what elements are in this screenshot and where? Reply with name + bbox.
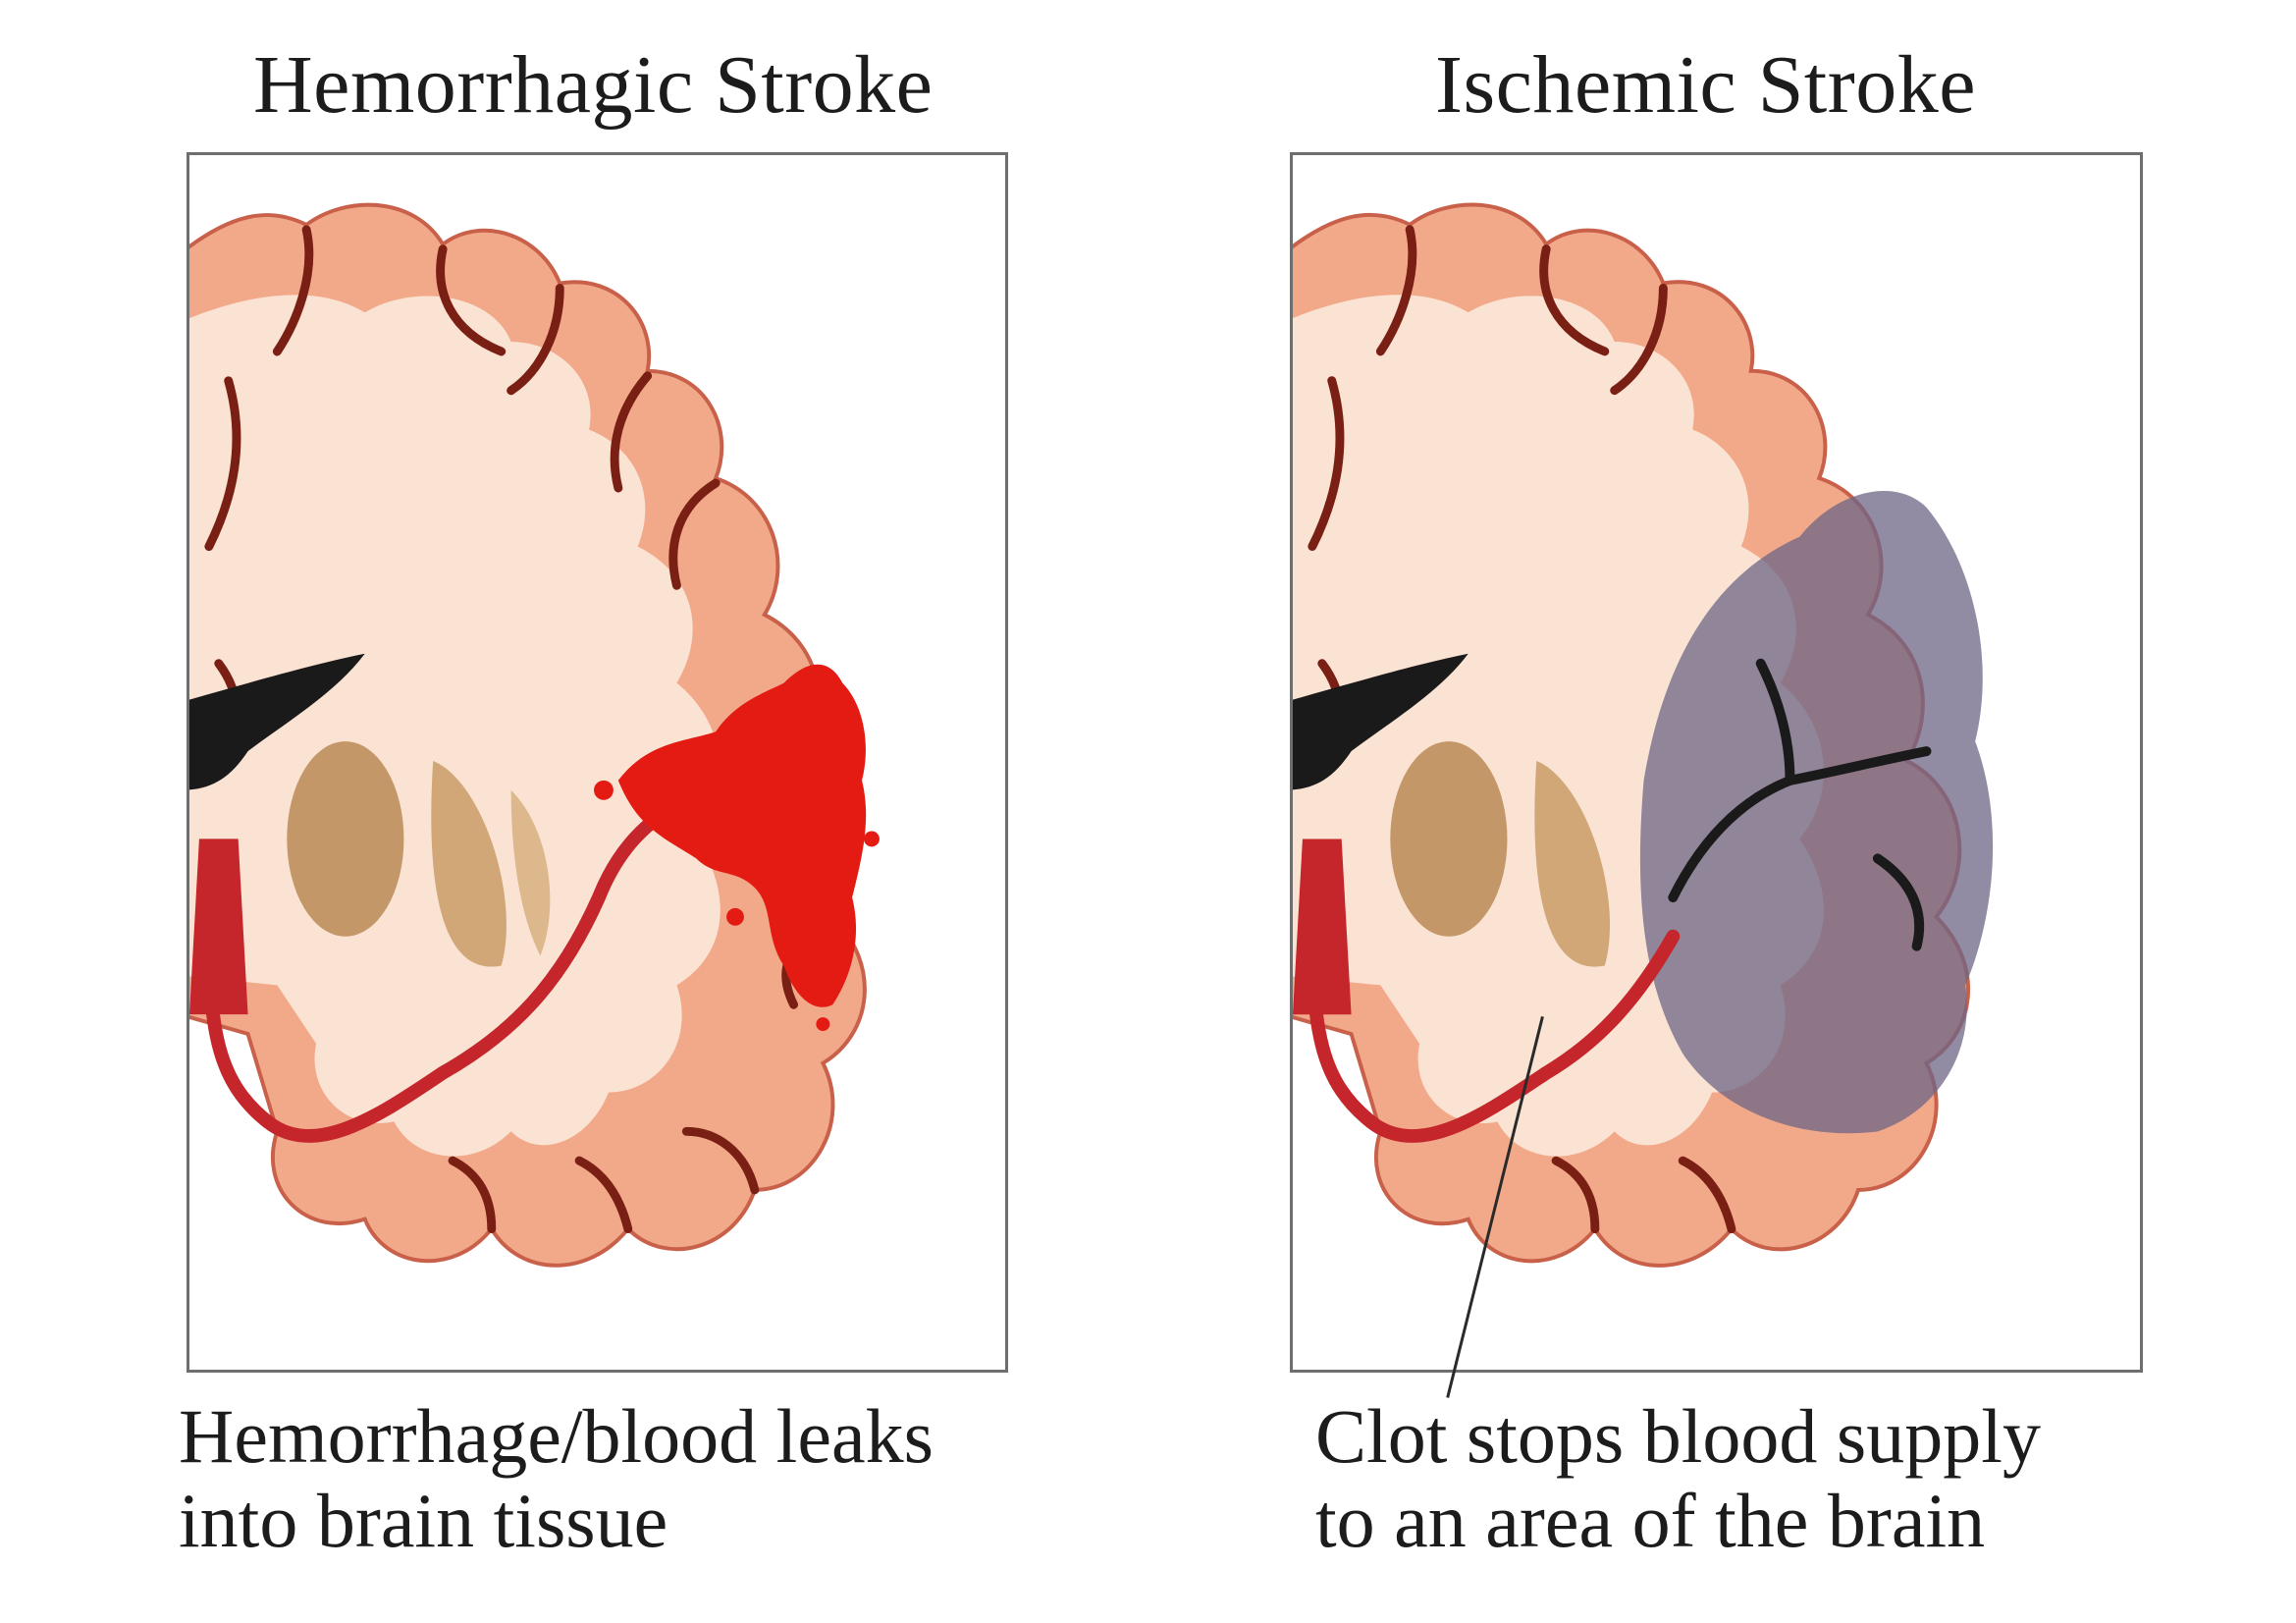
caption-line-1: Clot stops blood supply [1315,1393,2041,1479]
globus-pallidus [510,789,551,956]
sulci [1308,225,1736,1234]
basal-ganglia [1390,741,1508,937]
illustration-frame [187,152,1008,1373]
brain-cross-section-illustration [1293,202,1994,1268]
caption-line-2: to an area of the brain [1315,1478,1986,1563]
panel-caption: Hemorrhage/blood leaks into brain tissue [179,1394,934,1563]
caption-line-2: into brain tissue [179,1478,668,1563]
artery-stem [189,839,248,1015]
panel-title: Hemorrhagic Stroke [253,39,934,131]
white-matter [189,295,721,1157]
panel-title: Ischemic Stroke [1435,39,1976,131]
putamen [1534,761,1611,967]
lateral-ventricle [1293,653,1468,790]
lateral-ventricle [189,653,365,790]
putamen [431,761,507,967]
blocked-vessels [1668,658,1932,951]
hemorrhagic-stroke-panel: Hemorrhagic Stroke [179,39,1008,1563]
blood-splatter-icon [617,664,867,1007]
artery-stem [1293,839,1352,1015]
blood-droplets [594,694,880,1032]
ischemic-stroke-panel: Ischemic Stroke [1148,0,2296,1623]
clot-shadow-icon [1639,491,1994,1134]
illustration-frame [1290,152,2143,1373]
caption-line-1: Hemorrhage/blood leaks [179,1393,934,1479]
panel-caption: Clot stops blood supply to an area of th… [1315,1394,2041,1563]
basal-ganglia [287,741,404,937]
brain-cross-section-illustration [189,202,880,1268]
